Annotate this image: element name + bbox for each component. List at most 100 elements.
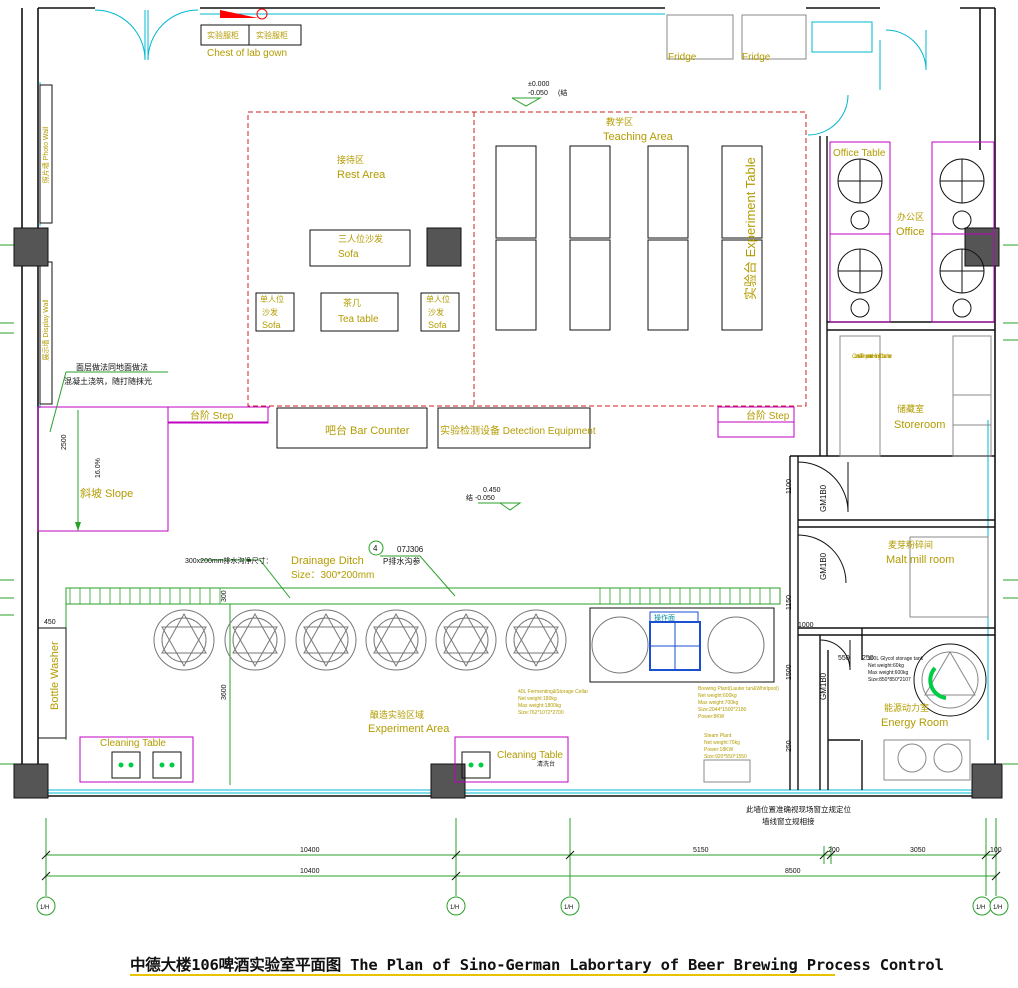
dim-3600: 3600 <box>221 684 228 700</box>
drain-size-note: 300x200mm排水沟净尺寸： <box>185 556 273 565</box>
cleaning-tables <box>79 736 569 783</box>
brew-l3: Max weight:700kg <box>698 700 739 706</box>
glycol-tank <box>913 643 987 717</box>
steam-l4: Size:920*550*1550 <box>704 754 747 760</box>
sofa3-en: Sofa <box>338 249 359 260</box>
middle-row <box>168 406 795 449</box>
dim-b2: 8500 <box>785 868 801 875</box>
office-cn: 办公区 <box>897 211 924 222</box>
brew-l4: Size:2044*1500*2180 <box>698 707 747 713</box>
level-mid-mark <box>478 502 522 511</box>
axis-5: 1/H <box>993 905 1002 911</box>
axis-1: 1/H <box>40 905 49 911</box>
ferm-l3: Max weight:1800kg <box>518 703 561 709</box>
axis-2: 1/H <box>450 905 459 911</box>
brew-l5: Power:8KW <box>698 714 725 720</box>
office-en: Office <box>896 226 925 238</box>
dimension-ticks <box>41 850 1001 881</box>
tank-size: Size:850*850*2107 <box>868 677 911 683</box>
experiment-cn: 酿造实验区域 <box>370 709 424 720</box>
brew-l1: Brewing Plant(Lauter tun&Whirlpool) <box>698 686 779 692</box>
malt-mill <box>909 536 989 618</box>
bottle-washer-label: Bottle Washer <box>49 641 61 710</box>
dim-300: 300 <box>221 590 228 602</box>
detection-equipment: 实验检测设备 Detection Equipment <box>440 424 596 437</box>
experiment-en: Experiment Area <box>368 723 450 735</box>
step-left: 台阶 Step <box>190 409 234 422</box>
rest-cn: 接待区 <box>337 154 364 165</box>
steam-l3: Power:18KW <box>704 747 733 753</box>
single-sofa-right-2: 沙发 <box>428 307 444 317</box>
dim-1150: 1150 <box>786 595 793 610</box>
malt-cn: 麦芽粉碎间 <box>888 539 933 550</box>
tank-label: 100L Glycol storage tank <box>868 656 924 662</box>
slope-grade: 16.0% <box>95 458 102 478</box>
drain-ref-num: 4 <box>373 544 378 553</box>
storeroom-en: Storeroom <box>894 419 945 431</box>
door-gm3: GM1B0 <box>819 672 828 700</box>
gown-chest <box>200 8 302 46</box>
door-gm2: GM1B0 <box>819 552 828 580</box>
note-leader <box>49 371 67 433</box>
office-area <box>829 141 995 323</box>
doors <box>797 461 851 671</box>
drain-hatching <box>69 588 771 604</box>
gown-en: Chest of lab gown <box>207 48 287 59</box>
dim-1100: 1100 <box>786 479 793 494</box>
dim-1500: 1500 <box>786 664 793 680</box>
dim-2500: 2500 <box>61 434 68 450</box>
office-chairs <box>837 158 985 318</box>
slope-area <box>37 406 270 532</box>
dim-250: 250 <box>862 655 874 662</box>
door-gm1: GM1B0 <box>819 484 828 512</box>
dim-a2: 5150 <box>693 847 709 854</box>
steam-l1: Steam Plant <box>704 733 732 739</box>
sinks <box>111 751 491 779</box>
tea-en: Tea table <box>338 314 379 325</box>
dim-1000: 1000 <box>798 622 814 629</box>
dimension-lines <box>45 818 997 896</box>
level-mid-1: 0.450 <box>483 487 501 494</box>
axis-4: 1/H <box>976 905 985 911</box>
grid-ticks <box>0 244 1018 765</box>
level-mid-2: 结 -0.050 <box>466 493 495 502</box>
level-marker-top: ±0.000 -0.050 (结 <box>511 81 567 107</box>
office-table-label: Office Table <box>833 148 886 159</box>
energy-cn: 能源动力室 <box>884 702 929 713</box>
dim-250-b: 250 <box>786 740 793 752</box>
storeroom <box>839 335 992 457</box>
malt-en: Malt mill room <box>886 554 954 566</box>
photo-wall-label: 照片墙 Photo Wall <box>41 126 50 183</box>
note-2: 混凝土浇筑，随打随抹光 <box>64 376 152 386</box>
experiment-table-label: 实验台 Experiment Table <box>743 157 758 300</box>
gown-cn-2: 实验服柜 <box>256 30 288 40</box>
columns <box>13 227 1003 799</box>
svg-text:±0.000: ±0.000 <box>528 81 549 88</box>
slope-label: 斜坡 Slope <box>80 487 133 500</box>
teaching-tables <box>495 145 763 331</box>
dim-450: 450 <box>44 619 56 626</box>
ferm-l2: Net weight:180kg <box>518 696 557 702</box>
plan-title: 中德大楼106啤酒实验室平面图 The Plan of Sino-German … <box>130 956 944 974</box>
axis-bubbles <box>36 896 1009 916</box>
fridge-2: Fridge <box>742 52 771 63</box>
single-sofa-right-1: 单人位 <box>426 294 450 304</box>
dim-a5: 100 <box>990 847 1002 854</box>
single-sofa-left-3: Sofa <box>262 320 281 330</box>
title-underline <box>130 974 835 976</box>
exterior-walls <box>21 7 996 797</box>
cleaning-right: Cleaning Table <box>497 750 563 761</box>
fermenters <box>153 609 567 671</box>
cleaning-left: Cleaning Table <box>100 738 166 749</box>
display-wall-label: 展示墙 Display Wall <box>41 299 50 361</box>
dim-a4: 3050 <box>910 847 926 854</box>
axis-3: 1/H <box>564 905 573 911</box>
teaching-cn: 教学区 <box>606 116 633 127</box>
cleaning-note: 清洗台 <box>537 760 555 768</box>
step-right: 台阶 Step <box>746 409 790 422</box>
drain-size: Size：300*200mm <box>291 570 374 581</box>
steam-l2: Net weight:70kg <box>704 740 740 746</box>
fridge-1: Fridge <box>668 52 697 63</box>
zones <box>247 111 807 407</box>
